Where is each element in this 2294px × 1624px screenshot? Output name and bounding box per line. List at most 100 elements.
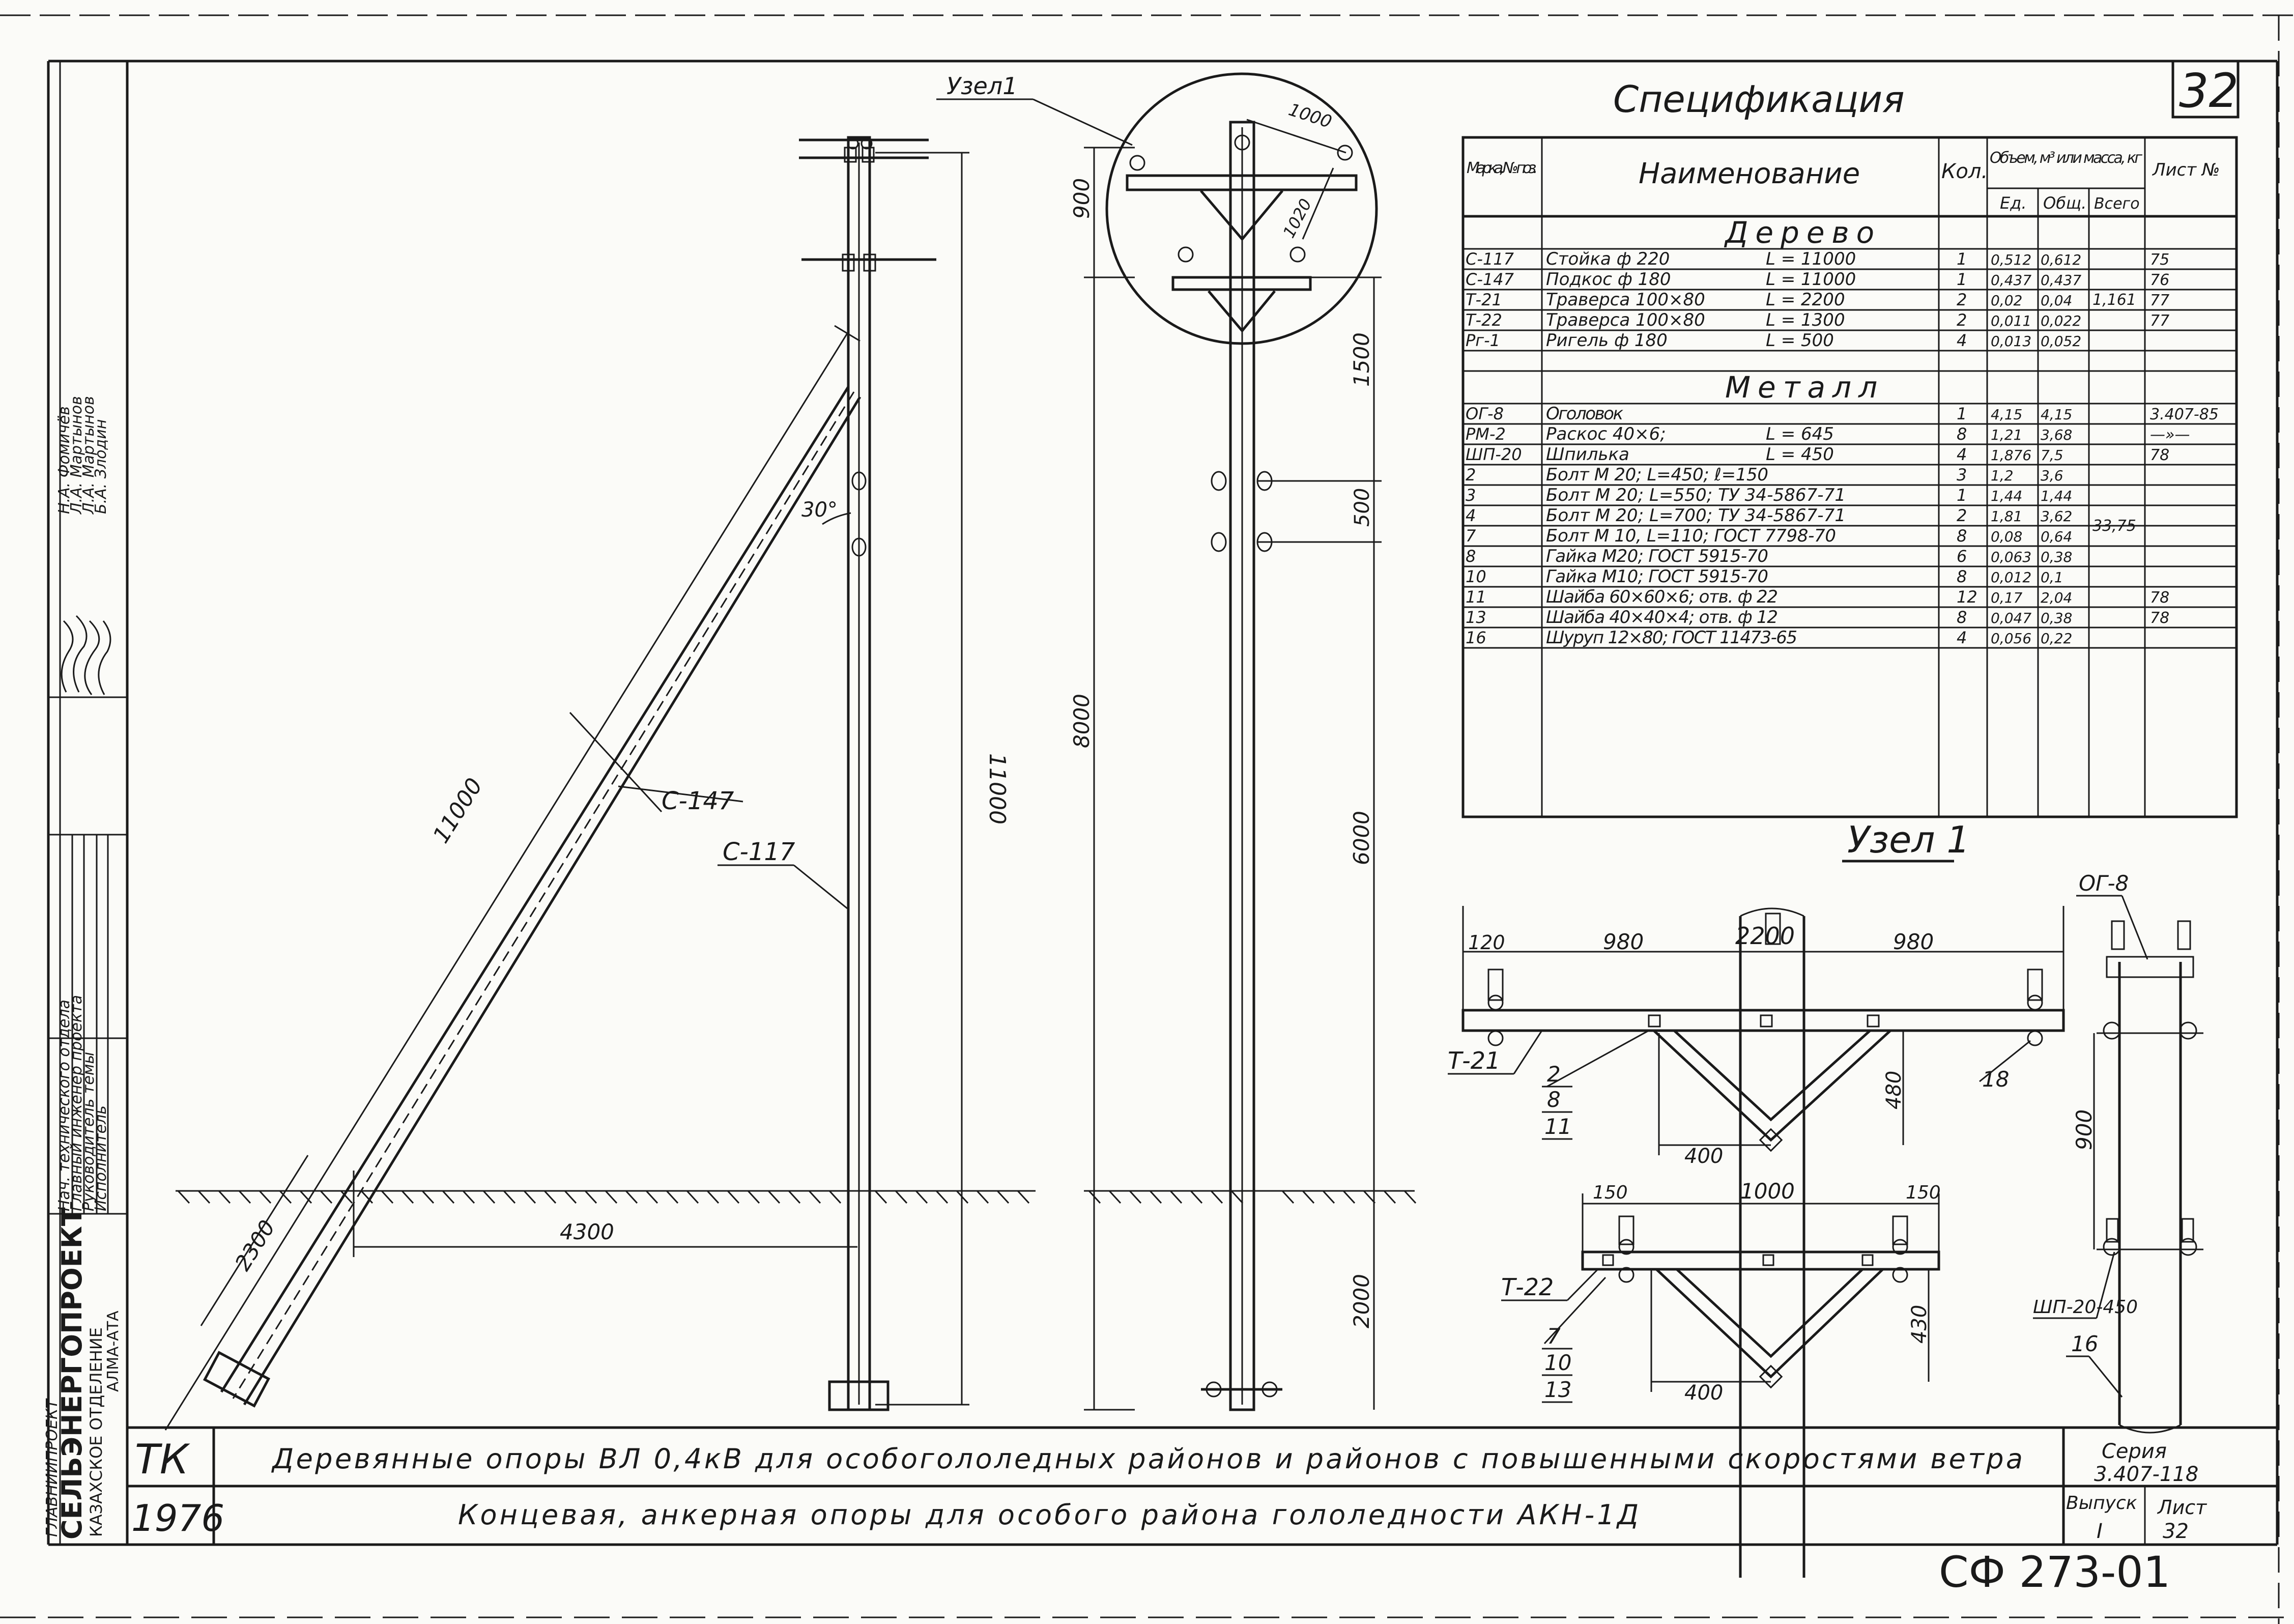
- spec-cell-qty: 1: [1957, 249, 1967, 269]
- role-head: Нач. технического отдела: [55, 1000, 73, 1211]
- dim-400-bottom: 400: [1684, 1381, 1723, 1405]
- spec-cell-unit: 4,15: [1991, 406, 2022, 423]
- role-performer: Исполнитель: [92, 1105, 110, 1211]
- node1-title: Узел 1: [1847, 818, 1970, 861]
- spec-cell-qty: 4: [1957, 628, 1967, 647]
- spec-cell-length: L = 500: [1766, 330, 1834, 351]
- dim-1000: 1000: [1740, 1179, 1795, 1204]
- spec-table: Спецификация Марка, № поз. Наименование …: [1461, 78, 2238, 818]
- spec-cell-mark: 7: [1466, 526, 1476, 546]
- label-c147: С-147: [662, 787, 734, 815]
- dim-front-500: 500: [1351, 488, 1374, 527]
- pole-front: [1229, 121, 1255, 1411]
- spec-cell-qty: 8: [1957, 567, 1967, 586]
- pos-18: 18: [1982, 1067, 2009, 1092]
- dim-front-2000: 2000: [1349, 1274, 1374, 1328]
- bottom-title-block: ТК 1976 Деревянные опоры ВЛ 0,4кВ для ос…: [127, 1426, 2277, 1597]
- pos-2: 2: [1547, 1062, 1561, 1087]
- dim-head-900: 900: [2072, 1109, 2097, 1150]
- pos-11: 11: [1544, 1114, 1571, 1139]
- spec-cell-length: L = 2200: [1766, 290, 1845, 310]
- spec-cell-length: L = 11000: [1766, 249, 1856, 269]
- spec-cell-qty: 3: [1957, 465, 1967, 485]
- name-topic-lead: Л.А. Мартынов: [80, 396, 98, 515]
- brace-c147: [220, 386, 862, 1406]
- spec-cell-length: L = 645: [1766, 424, 1834, 444]
- spec-cell-total: 0,38: [2041, 610, 2072, 626]
- spec-cell-name: Гайка М20; ГОСТ 5915-70: [1546, 546, 1768, 566]
- spec-cell-total: 3,68: [2041, 426, 2072, 443]
- pos-10: 10: [1544, 1350, 1571, 1375]
- node1-circle: [1105, 72, 1378, 345]
- spec-cell-unit: 0,02: [1991, 292, 2022, 309]
- archive-stamp: СФ 273-01: [1939, 1547, 2170, 1597]
- dim-400-top: 400: [1684, 1145, 1723, 1168]
- spec-cell-sheet: 3.407-85: [2150, 406, 2219, 423]
- spec-cell-mark: РМ-2: [1466, 424, 1506, 444]
- spec-cell-unit: 0,17: [1991, 589, 2023, 606]
- spec-cell-qty: 4: [1957, 445, 1967, 464]
- spec-group-total: 1,161: [2092, 291, 2136, 309]
- spec-cell-sheet: 75: [2150, 251, 2169, 269]
- brace-footing: [203, 1351, 271, 1408]
- spec-cell-total: 4,15: [2041, 406, 2072, 423]
- label-og8: ОГ-8: [2079, 871, 2129, 896]
- pos-7: 7: [1547, 1324, 1561, 1349]
- spec-cell-mark: С-147: [1466, 270, 1514, 289]
- spec-cell-name: Раскос 40×6;: [1546, 424, 1666, 444]
- code-tk: ТК: [135, 1436, 190, 1483]
- dim-150-right: 150: [1906, 1182, 1941, 1203]
- sheet-value: 32: [2163, 1520, 2189, 1543]
- spec-cell-name: Траверса 100×80: [1546, 290, 1705, 310]
- spec-cell-mark: 10: [1466, 567, 1486, 586]
- series-value: 3.407-118: [2094, 1463, 2198, 1486]
- dim-front-900: 900: [1069, 178, 1094, 219]
- left-stamp-block: ГЛАВНИИПРОЕКТ СЕЛЬЭНЕРГОПРОЕКТ КАЗАХСКОЕ…: [43, 61, 127, 1545]
- side-view: 30° 11000 11000 2300 4300 С-147 С-117: [164, 136, 1010, 1431]
- front-crossarm-bottom: [1171, 276, 1312, 291]
- spec-cell-qty: 8: [1957, 424, 1967, 444]
- spec-cell-sheet: 78: [2150, 446, 2169, 464]
- dim-brace-base: 4300: [560, 1219, 614, 1244]
- spec-cell-unit: 0,08: [1991, 528, 2022, 545]
- spec-cell-qty: 2: [1957, 290, 1967, 309]
- spec-cell-sheet: 77: [2150, 312, 2169, 330]
- hdr-volume: Объем, м³ или масса, кг: [1990, 149, 2142, 167]
- spec-cell-total: 0,1: [2041, 569, 2063, 586]
- spec-cell-sheet: —»—: [2150, 426, 2190, 444]
- dim-150-left: 150: [1593, 1182, 1628, 1203]
- label-t22: Т-22: [1501, 1273, 1554, 1301]
- spec-cell-mark: 13: [1466, 608, 1486, 627]
- sheet-label: Лист: [2157, 1496, 2207, 1519]
- spec-cell-unit: 0,013: [1991, 333, 2031, 350]
- dim-front-6000: 6000: [1349, 811, 1374, 865]
- issue-value: I: [2097, 1520, 2103, 1543]
- dim-front-8000: 8000: [1069, 694, 1094, 748]
- dim-front-1020: 1020: [1279, 195, 1316, 241]
- spec-cell-total: 0,437: [2041, 272, 2081, 289]
- spec-cell-mark: Т-22: [1466, 310, 1502, 330]
- dim-brace-buried: 2300: [230, 1216, 280, 1275]
- pos-16: 16: [2071, 1331, 2098, 1356]
- node1-callout: Узел1: [947, 72, 1017, 100]
- dim-980-left: 980: [1603, 929, 1644, 954]
- spec-cell-sheet: 78: [2150, 589, 2169, 607]
- name-head: Н.А. Фомичёв: [55, 406, 73, 514]
- spec-cell-mark: ШП-20: [1466, 445, 1522, 464]
- spec-cell-length: L = 11000: [1766, 269, 1856, 290]
- spec-cell-total: 3,62: [2041, 508, 2072, 525]
- spec-cell-name: Подкос ф 180: [1546, 269, 1671, 290]
- spec-cell-unit: 1,21: [1991, 426, 2022, 443]
- spec-cell-mark: С-117: [1466, 249, 1514, 269]
- spec-cell-unit: 0,437: [1991, 272, 2031, 289]
- spec-cell-total: 0,64: [2041, 528, 2072, 545]
- spec-cell-name: Шайба 40×40×4; отв. ф 12: [1546, 607, 1778, 628]
- spec-cell-total: 7,5: [2041, 447, 2063, 464]
- pos-8: 8: [1547, 1087, 1561, 1112]
- dim-front-1500: 1500: [1349, 332, 1374, 387]
- label-t21: Т-21: [1448, 1047, 1500, 1074]
- drawing-frame: [0, 14, 2294, 1624]
- spec-cell-unit: 1,44: [1991, 488, 2022, 504]
- org-ministry: ГЛАВНИИПРОЕКТ: [43, 1398, 61, 1537]
- spec-cell-unit: 0,047: [1991, 610, 2031, 626]
